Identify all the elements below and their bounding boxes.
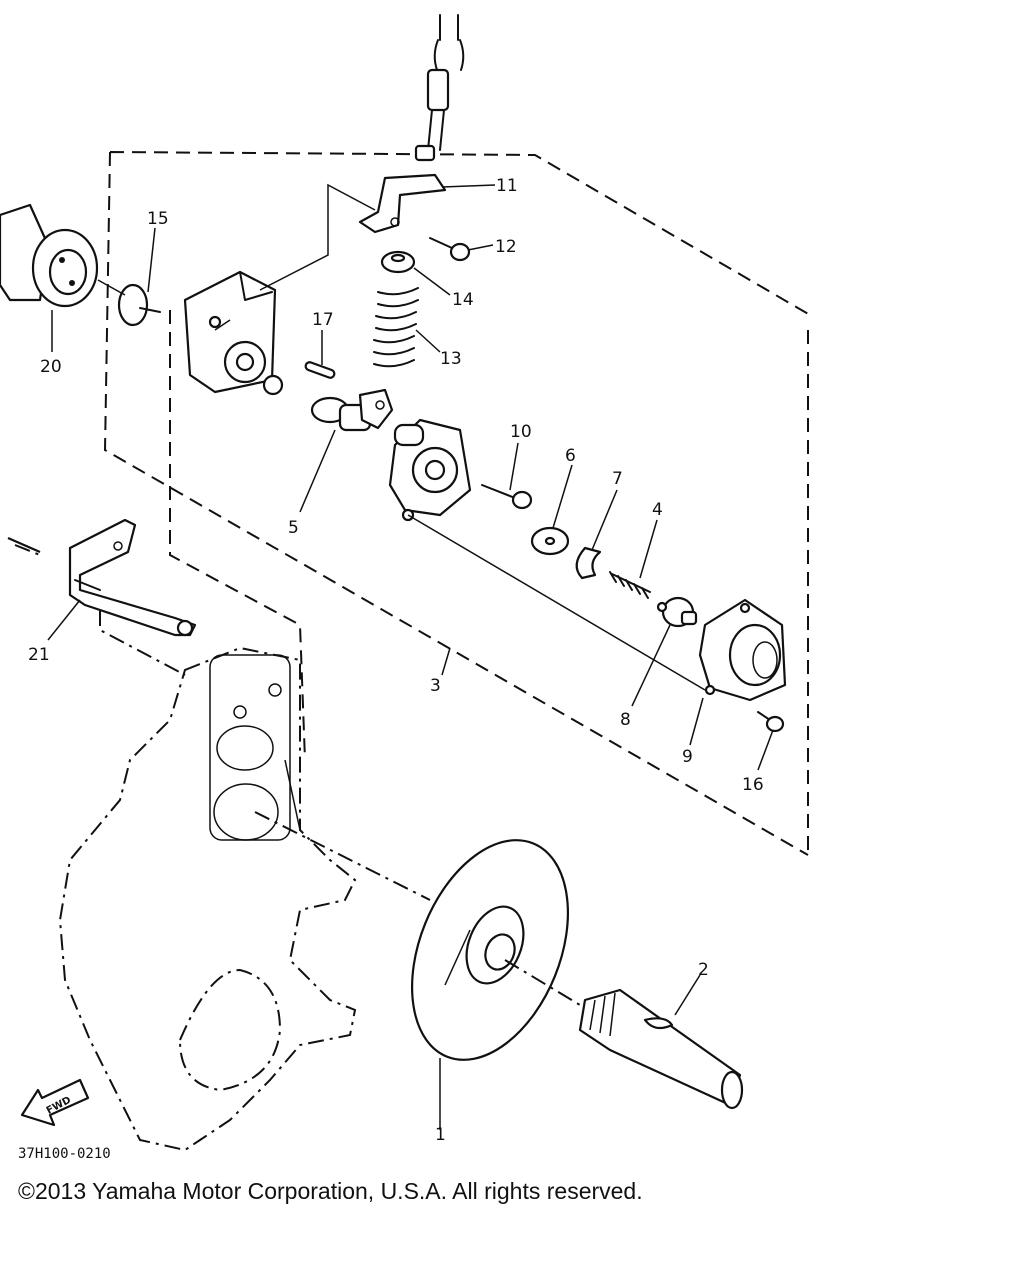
assembly-axis	[407, 514, 706, 691]
part-15-washer	[117, 283, 161, 327]
callout-16: 16	[742, 775, 764, 795]
callout-1: 1	[435, 1125, 446, 1145]
callout-12: 12	[495, 237, 517, 257]
part-17-pin	[304, 361, 336, 379]
callout-5: 5	[288, 518, 299, 538]
part-20-seal	[0, 203, 99, 308]
drawing-code: 37H100-0210	[18, 1146, 111, 1162]
callout-9: 9	[682, 747, 693, 767]
callout-3: 3	[430, 676, 441, 696]
callout-4: 4	[652, 500, 663, 520]
callout-10: 10	[510, 422, 532, 442]
part-21-bracket	[7, 518, 197, 637]
part-7-clip	[575, 546, 602, 580]
callout-17: 17	[312, 310, 334, 330]
inner-outline	[169, 310, 306, 761]
drive-shaft	[578, 988, 744, 1110]
part-6-washer	[530, 526, 570, 556]
part-5-shaft	[310, 388, 394, 432]
callout-7: 7	[612, 469, 623, 489]
part-14-collar	[380, 250, 416, 274]
part-1-pulley	[411, 839, 569, 1061]
governor-housing	[183, 270, 284, 396]
callout-14: 14	[452, 290, 474, 310]
part-13-spring	[373, 287, 419, 368]
throttle-cable	[414, 14, 465, 162]
callout-11: 11	[496, 176, 518, 196]
part-4-spring	[609, 571, 651, 599]
copyright-notice: ©2013 Yamaha Motor Corporation, U.S.A. A…	[18, 1178, 643, 1204]
part-2-key	[643, 1017, 674, 1030]
callout-8: 8	[620, 710, 631, 730]
callout-leaders	[47, 184, 774, 1130]
fwd-arrow-icon	[20, 1078, 90, 1127]
callout-6: 6	[565, 446, 576, 466]
callout-2: 2	[698, 960, 709, 980]
governor-body	[388, 418, 472, 522]
assembly-outline	[103, 151, 811, 856]
part-12-screw	[429, 237, 471, 262]
callout-20: 20	[40, 357, 62, 377]
callout-21: 21	[28, 645, 50, 665]
crankcase	[58, 646, 357, 1152]
part-11-lever	[358, 173, 447, 234]
part-8-disc	[656, 596, 698, 628]
part-16-screw	[757, 711, 785, 733]
part-9-cover	[698, 598, 787, 702]
callout-15: 15	[147, 209, 169, 229]
part-10-bolt	[481, 484, 533, 510]
callout-13: 13	[440, 349, 462, 369]
